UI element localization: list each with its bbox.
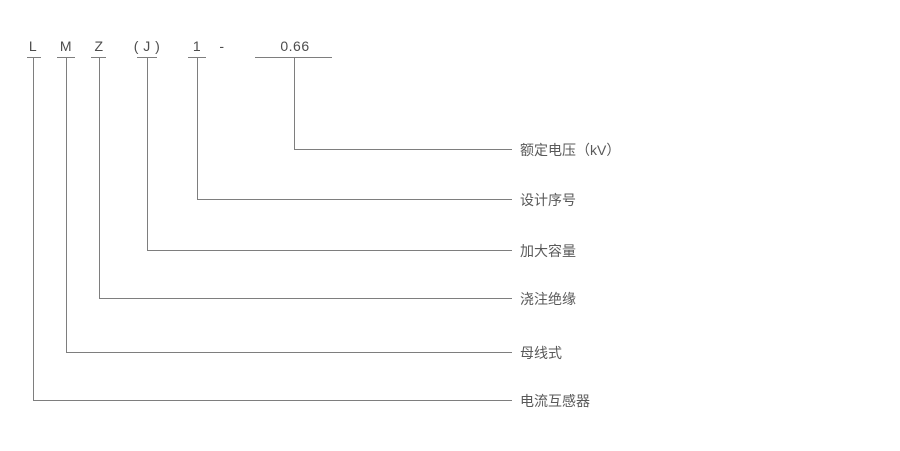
label-rated-voltage: 额定电压（kV） [520, 142, 621, 158]
model-code-char-voltage: 0.66 [280, 38, 310, 54]
leader-line-rated-voltage [294, 57, 512, 150]
label-enlarged-capacity: 加大容量 [520, 243, 576, 259]
model-code-char-Z: Z [94, 38, 104, 54]
code-underline-L [27, 57, 41, 58]
leader-line-cast-insulation [99, 57, 512, 299]
label-current-transformer: 电流互感器 [520, 393, 590, 409]
code-underline-voltage [255, 57, 332, 58]
label-cast-insulation: 浇注绝缘 [520, 291, 576, 307]
leader-line-design-serial [197, 57, 512, 200]
leader-line-busbar-type [66, 57, 512, 353]
model-code-char-1: 1 [192, 38, 202, 54]
model-code-char-M: M [59, 38, 73, 54]
model-code-char-L: L [28, 38, 38, 54]
model-code-char-dash: - [219, 38, 225, 54]
model-code-char-J: ( J ) [133, 38, 161, 54]
leader-line-enlarged-capacity [147, 57, 512, 251]
leader-line-current-transformer [33, 57, 512, 401]
code-underline-Z [91, 57, 106, 58]
label-design-serial: 设计序号 [520, 192, 576, 208]
label-busbar-type: 母线式 [520, 345, 562, 361]
